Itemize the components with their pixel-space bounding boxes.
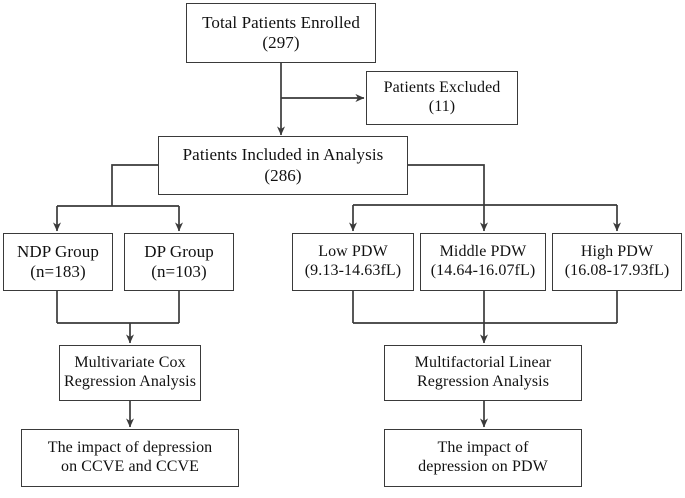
node-impact-of-depression-on-pdw: The impact of depression on PDW — [384, 429, 582, 487]
node-ndp-group: NDP Group (n=183) — [3, 233, 113, 291]
node-high-pdw-line2: (16.08-17.93fL) — [564, 262, 670, 279]
node-middle-pdw-line2: (14.64-16.07fL) — [430, 262, 536, 279]
node-cox-line2: Regression Analysis — [63, 373, 197, 390]
node-middle-pdw-line1: Middle PDW — [439, 243, 527, 261]
edge-included-left-stub — [111, 164, 158, 206]
node-excluded-line2: (11) — [428, 98, 456, 115]
node-low-pdw: Low PDW (9.13-14.63fL) — [292, 233, 414, 291]
node-dp-group: DP Group (n=103) — [124, 233, 234, 291]
node-dp-line1: DP Group — [144, 241, 214, 261]
node-ndp-line1: NDP Group — [17, 241, 99, 261]
node-middle-pdw: Middle PDW (14.64-16.07fL) — [420, 233, 546, 291]
node-total-patients-enrolled: Total Patients Enrolled (297) — [186, 3, 376, 63]
node-included-line1: Patients Included in Analysis — [182, 145, 384, 165]
node-impact-ccve-line1: The impact of depression — [47, 439, 213, 457]
node-impact-pdw-line2: depression on PDW — [418, 458, 548, 475]
node-impact-pdw-line1: The impact of — [437, 439, 529, 457]
node-high-pdw: High PDW (16.08-17.93fL) — [552, 233, 682, 291]
node-patients-included-in-analysis: Patients Included in Analysis (286) — [158, 136, 408, 195]
node-total-line2: (297) — [262, 33, 300, 52]
node-impact-of-depression-on-ccve: The impact of depression on CCVE and CCV… — [21, 429, 239, 487]
node-total-line1: Total Patients Enrolled — [202, 12, 360, 32]
node-low-pdw-line1: Low PDW — [318, 243, 388, 261]
node-patients-excluded: Patients Excluded (11) — [366, 71, 518, 125]
node-excluded-line1: Patients Excluded — [383, 79, 501, 97]
node-included-line2: (286) — [264, 165, 302, 185]
node-multivariate-cox-regression-analysis: Multivariate Cox Regression Analysis — [59, 345, 201, 401]
edge-included-right-stub — [408, 164, 485, 205]
node-ndp-line2: (n=183) — [30, 262, 86, 281]
node-multifactorial-linear-regression-analysis: Multifactorial Linear Regression Analysi… — [384, 345, 582, 401]
node-linear-line2: Regression Analysis — [416, 373, 550, 390]
node-impact-ccve-line2: on CCVE and CCVE — [60, 458, 200, 475]
node-linear-line1: Multifactorial Linear — [414, 354, 552, 372]
node-dp-line2: (n=103) — [151, 262, 207, 281]
node-high-pdw-line1: High PDW — [580, 243, 654, 261]
node-cox-line1: Multivariate Cox — [74, 354, 186, 372]
node-low-pdw-line2: (9.13-14.63fL) — [304, 262, 402, 279]
